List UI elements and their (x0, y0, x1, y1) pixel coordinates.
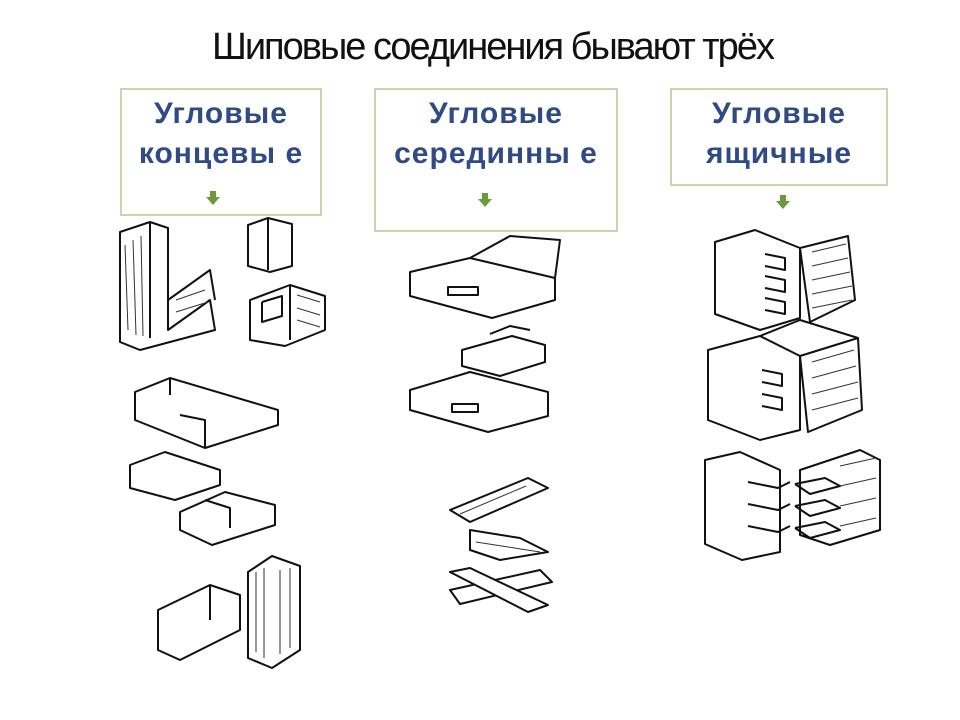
arrow-down-icon (206, 191, 220, 205)
joint-middle-t-shape (409, 235, 561, 433)
joint-end-tenon (247, 217, 326, 347)
label-corner-end-text: Угловые концевы е (138, 97, 304, 170)
joint-middle-cross-lap (449, 477, 553, 613)
label-corner-middle: Угловые серединны е (374, 88, 618, 232)
label-corner-box: Угловые ящичные (670, 88, 888, 186)
arrow-down-icon (478, 193, 492, 207)
joint-end-l-shape (119, 221, 216, 351)
joint-box-closed (707, 319, 863, 441)
joint-end-dovetail-vertical (157, 555, 301, 669)
joint-box-finger (704, 449, 881, 561)
label-corner-middle-text: Угловые серединны е (394, 97, 598, 170)
label-corner-end: Угловые концевы е (120, 88, 322, 216)
joint-box-open (714, 229, 856, 331)
arrow-down-icon (776, 195, 790, 209)
label-corner-box-text: Угловые ящичные (705, 97, 853, 170)
joint-end-open-mortise (129, 377, 279, 546)
page-title: Шиповые соединения бывают трёх (212, 26, 775, 68)
